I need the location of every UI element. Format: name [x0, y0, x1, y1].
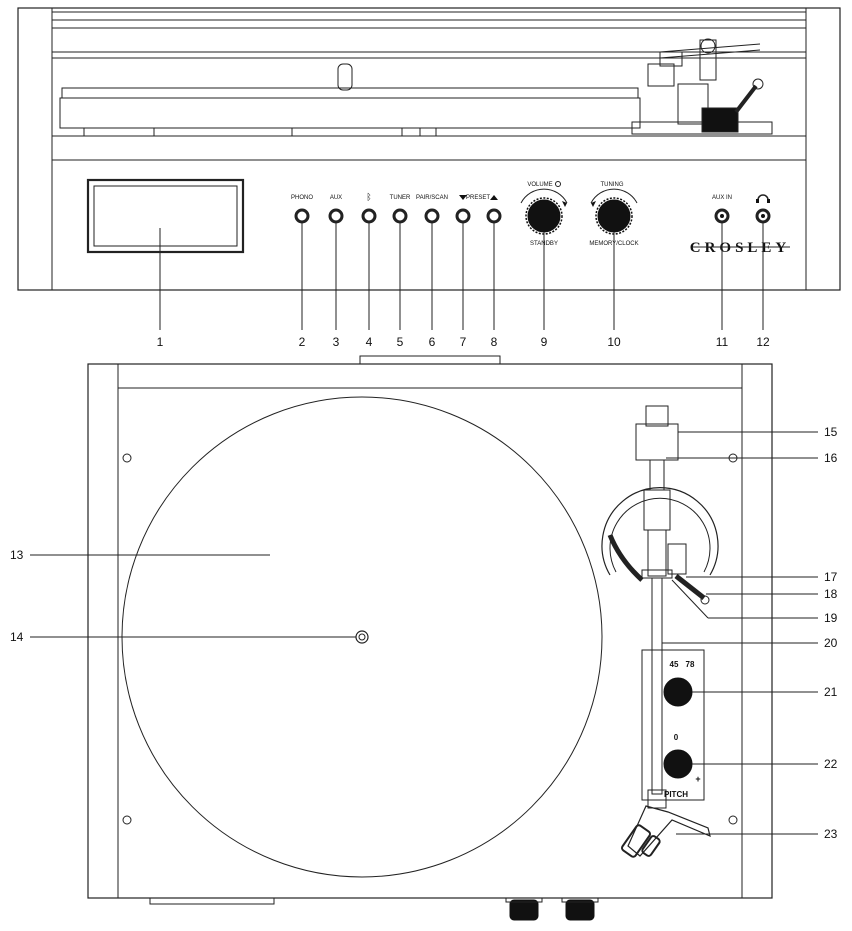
pitch-knob[interactable]	[663, 749, 693, 779]
callout-14: 14	[10, 630, 24, 644]
callout-12: 12	[756, 335, 770, 349]
bluetooth-button[interactable]	[361, 208, 377, 224]
tuner-button[interactable]	[392, 208, 408, 224]
callout-7: 7	[460, 335, 467, 349]
callout-19: 19	[824, 611, 838, 625]
callout-15: 15	[824, 425, 838, 439]
volume-label: VOLUME	[527, 182, 552, 188]
phono-button[interactable]	[294, 208, 310, 224]
callout-23: 23	[824, 827, 838, 841]
pitch-zero-label: 0	[674, 733, 679, 742]
front-leaders	[159, 222, 764, 330]
front-callouts: 1 2 3 4 5 6 7 8 9 10 11 12	[157, 335, 770, 349]
screw	[728, 815, 738, 825]
aux-button[interactable]	[328, 208, 344, 224]
tonearm-tube	[651, 577, 663, 795]
brand-logo: CROSLEY	[690, 240, 791, 256]
callout-8: 8	[491, 335, 498, 349]
callout-5: 5	[397, 335, 404, 349]
spindle	[355, 630, 369, 644]
callout-21: 21	[824, 685, 838, 699]
top-view: 45 78 0 + PITCH	[30, 355, 818, 921]
pitch-label: PITCH	[664, 790, 688, 799]
aux-label: AUX	[330, 195, 342, 201]
cabinet-right-post	[805, 7, 841, 291]
phono-label: PHONO	[291, 195, 313, 201]
tuning-label: TUNING	[601, 182, 624, 188]
callout-22: 22	[824, 757, 838, 771]
tonearm	[601, 405, 719, 858]
aux-in-label: AUX IN	[712, 195, 732, 201]
preset-down-button[interactable]	[455, 208, 471, 224]
front-view: PHONO AUX ᛒ TUNER PAIR/SCAN PRESET VOLUM…	[17, 7, 841, 330]
callout-18: 18	[824, 587, 838, 601]
volume-knob[interactable]	[520, 188, 568, 235]
speed-45-label: 45	[670, 660, 679, 669]
top-leaders	[30, 431, 818, 835]
headphones-icon	[757, 194, 769, 201]
speed-knob[interactable]	[663, 677, 693, 707]
callout-4: 4	[366, 335, 373, 349]
callout-2: 2	[299, 335, 306, 349]
cabinet-left-post	[17, 7, 53, 291]
callout-13: 13	[10, 548, 24, 562]
callout-9: 9	[541, 335, 548, 349]
front-buttons	[294, 208, 502, 224]
speed-78-label: 78	[686, 660, 695, 669]
control-plate	[641, 649, 705, 801]
callout-6: 6	[429, 335, 436, 349]
top-callouts: 13 14 15 16 17 18 19 20 21 22 23	[10, 425, 838, 841]
platter-side	[59, 97, 641, 129]
triangle-up-icon	[490, 195, 498, 200]
screw	[122, 815, 132, 825]
spindle-side	[337, 63, 353, 91]
headshell[interactable]	[627, 805, 711, 857]
pair-scan-button[interactable]	[424, 208, 440, 224]
preset-up-button[interactable]	[486, 208, 502, 224]
pitch-knob-tips	[509, 899, 595, 921]
callout-10: 10	[607, 335, 621, 349]
preset-label: PRESET	[466, 195, 490, 201]
top-cabinet-outline	[87, 363, 773, 899]
tuning-knob[interactable]	[590, 188, 638, 235]
callout-3: 3	[333, 335, 340, 349]
callout-20: 20	[824, 636, 838, 650]
triangle-down-icon	[459, 195, 467, 200]
pitch-plus-label: +	[695, 774, 700, 784]
screw	[122, 453, 132, 463]
display-window	[86, 178, 245, 254]
counterweight[interactable]	[635, 423, 679, 461]
tuner-label: TUNER	[390, 195, 411, 201]
callout-1: 1	[157, 335, 164, 349]
callout-17: 17	[824, 570, 838, 584]
callout-16: 16	[824, 451, 838, 465]
power-icon	[555, 181, 561, 187]
bluetooth-icon: ᛒ	[366, 192, 371, 202]
pair-scan-label: PAIR/SCAN	[416, 195, 448, 201]
callout-11: 11	[716, 335, 729, 349]
tonearm-side	[631, 38, 773, 135]
